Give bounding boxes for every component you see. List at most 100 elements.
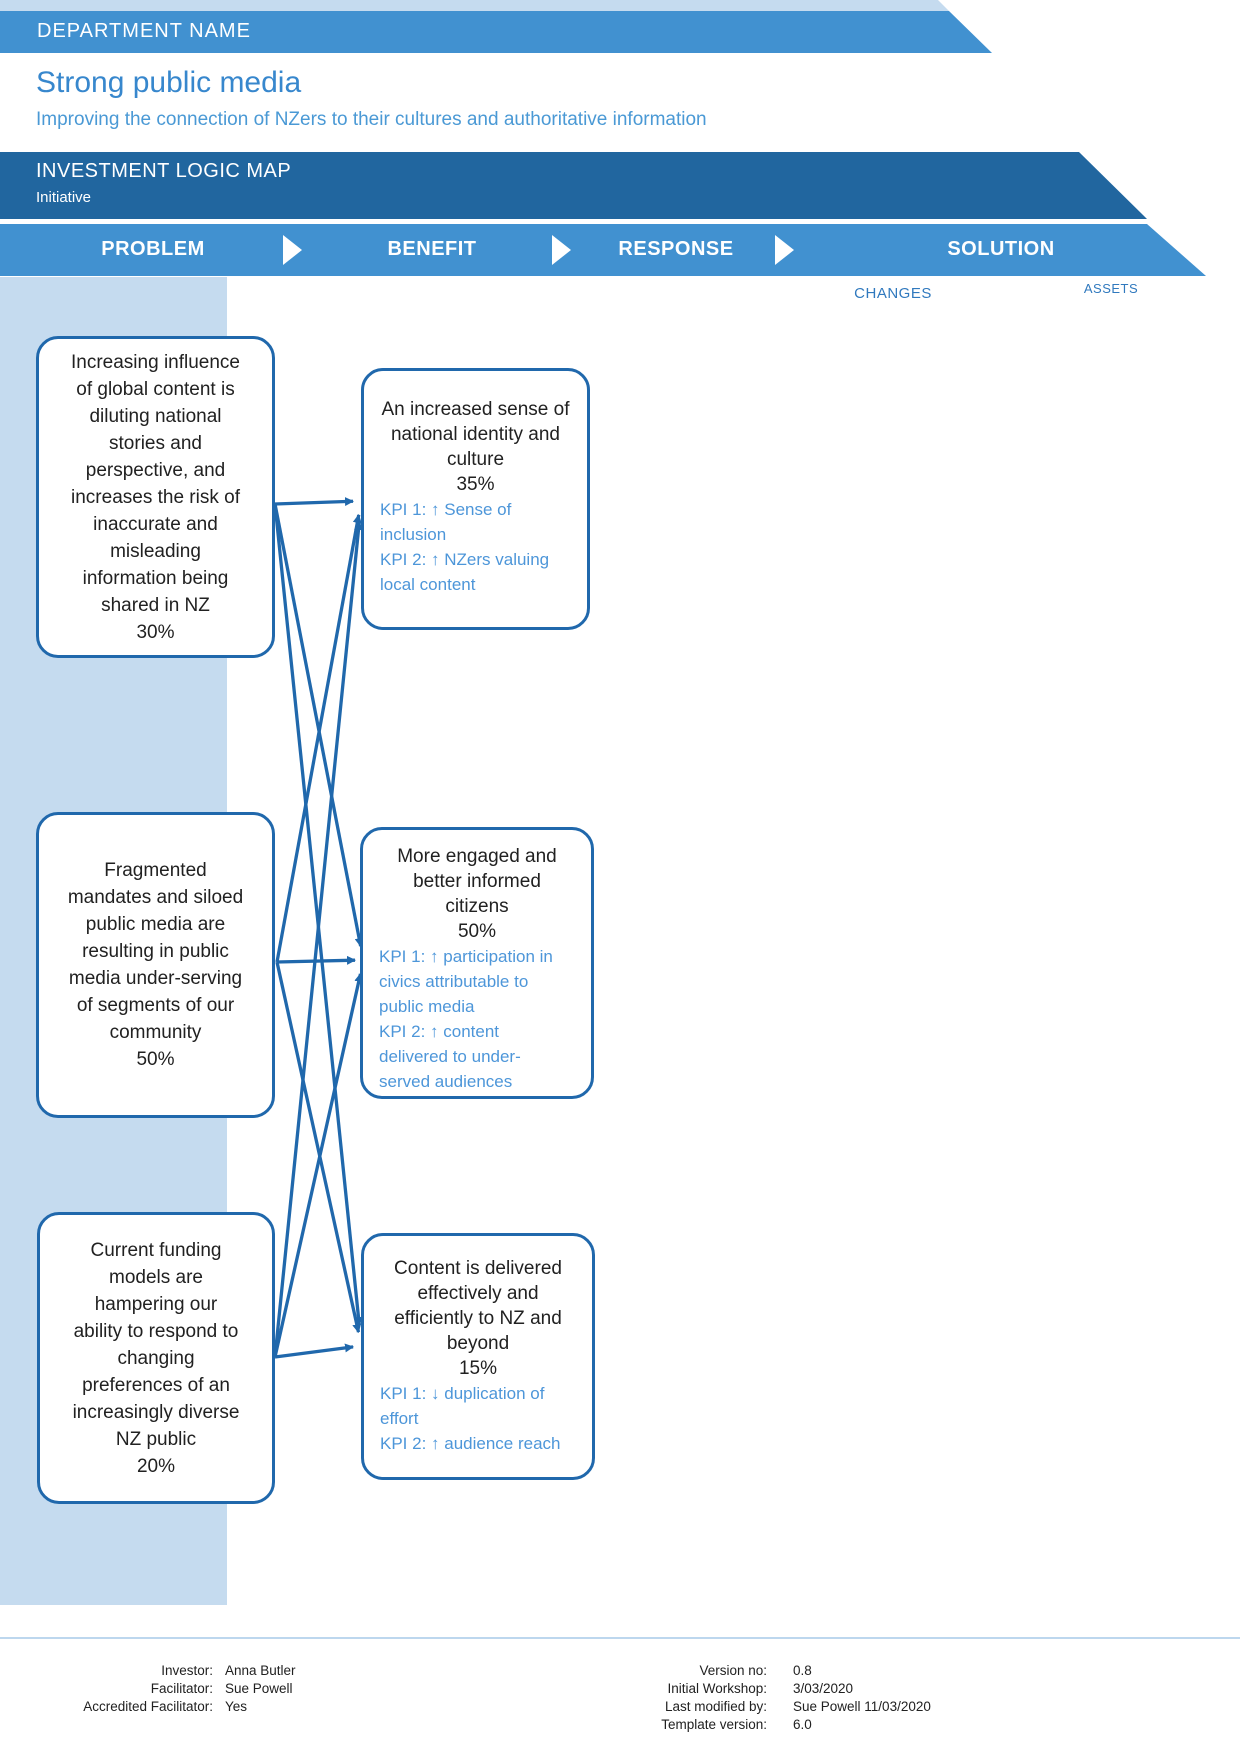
- text-line: NZ public: [115, 1428, 197, 1450]
- text-line: An increased sense of: [381, 399, 570, 420]
- benefit-weight: 15%: [458, 1358, 498, 1379]
- problem-benefit-arrow: [273, 503, 364, 948]
- page-subtitle: Improving the connection of NZers to the…: [36, 109, 707, 130]
- map-label: INVESTMENT LOGIC MAP: [36, 160, 292, 182]
- problem-benefit-arrow: [275, 513, 362, 963]
- meta-value: Anna Butler: [225, 1663, 296, 1678]
- problem-weight: 50%: [136, 1049, 175, 1070]
- page-title: Strong public media: [36, 66, 302, 99]
- text-line: public media: [379, 997, 475, 1016]
- problem-benefit-arrow: [276, 955, 357, 965]
- text-line: effectively and: [417, 1283, 539, 1304]
- text-line: of global content is: [76, 378, 235, 400]
- meta-label: Last modified by:: [664, 1699, 767, 1714]
- benefit-box-1: An increased sense of national identity a…: [361, 368, 590, 630]
- text-line: stories and: [109, 432, 202, 454]
- text-line: perspective, and: [85, 459, 226, 481]
- chevron-right-icon: [283, 235, 302, 265]
- problem-benefit-arrow: [275, 961, 362, 1334]
- meta-label: Initial Workshop:: [667, 1681, 767, 1696]
- problem-text: Fragmented mandates and siloed public medi…: [53, 857, 258, 1046]
- text-line: effort: [380, 1409, 419, 1428]
- meta-value: 6.0: [793, 1717, 812, 1732]
- text-line: served audiences: [379, 1072, 513, 1091]
- text-line: citizens: [445, 896, 509, 917]
- text-line: culture: [446, 449, 505, 470]
- text-line: KPI 1: ↑ participation in: [379, 947, 553, 966]
- meta-value: Sue Powell: [225, 1681, 293, 1696]
- meta-value: 0.8: [793, 1663, 812, 1678]
- meta-value: Sue Powell 11/03/2020: [793, 1699, 931, 1714]
- benefit-title: An increased sense of national identity a…: [374, 397, 577, 472]
- meta-value: 3/03/2020: [793, 1681, 854, 1696]
- text-line: national identity and: [390, 424, 560, 445]
- solution-changes-label: CHANGES: [854, 285, 932, 302]
- problem-text: Increasing influence of global content is…: [53, 349, 258, 619]
- chevron-right-icon: [775, 235, 794, 265]
- solution-assets-label: ASSETS: [1083, 281, 1139, 296]
- benefit-weight: 35%: [456, 474, 495, 495]
- meta-label: Facilitator:: [150, 1681, 213, 1696]
- department-banner: DEPARTMENT NAME: [0, 11, 992, 53]
- text-line: mandates and siloed: [67, 887, 244, 908]
- stage-benefit: BENEFIT: [387, 238, 477, 260]
- problem-weight: 30%: [136, 621, 175, 643]
- benefit-kpis: KPI 1: ↑ participation in civics attribut…: [373, 944, 581, 1094]
- text-line: KPI 2: ↑ content: [379, 1022, 500, 1041]
- problem-benefit-arrow: [273, 972, 364, 1358]
- footer-divider: [0, 1637, 1240, 1639]
- problem-weight: 20%: [136, 1455, 176, 1477]
- stage-response: RESPONSE: [618, 238, 734, 260]
- text-line: KPI 1: ↑ Sense of: [380, 500, 512, 519]
- stage-problem: PROBLEM: [101, 238, 205, 260]
- text-line: resulting in public: [82, 941, 229, 962]
- text-line: local content: [380, 575, 476, 594]
- text-line: beyond: [446, 1333, 510, 1354]
- text-line: efficiently to NZ and: [394, 1308, 562, 1329]
- text-line: ability to respond to: [73, 1320, 239, 1342]
- department-name: DEPARTMENT NAME: [37, 20, 251, 42]
- map-sublabel: Initiative: [36, 189, 92, 206]
- meta-label: Template version:: [661, 1717, 767, 1732]
- text-line: misleading: [110, 540, 201, 562]
- stage-solution: SOLUTION: [947, 238, 1055, 260]
- problem-box-1: Increasing influence of global content is…: [36, 336, 275, 658]
- text-line: inclusion: [380, 525, 447, 544]
- text-line: Fragmented: [104, 860, 207, 881]
- problem-benefit-arrow: [274, 1343, 355, 1359]
- benefit-weight: 50%: [457, 921, 497, 942]
- text-line: KPI 2: ↑ audience reach: [380, 1434, 561, 1453]
- problem-benefit-arrow: [273, 503, 363, 1327]
- text-line: changing: [117, 1347, 195, 1369]
- benefit-box-3: Content is delivered effectively and effic…: [361, 1233, 595, 1480]
- stage-band: PROBLEM BENEFIT RESPONSE SOLUTION: [0, 224, 1206, 276]
- investment-logic-map-banner: INVESTMENT LOGIC MAP Initiative: [0, 152, 1147, 219]
- meta-label: Version no:: [699, 1663, 767, 1678]
- pale-top-strip: [0, 0, 949, 11]
- text-line: KPI 2: ↑ NZers valuing: [380, 550, 550, 569]
- text-line: increasingly diverse: [72, 1401, 240, 1423]
- meta-label: Investor:: [161, 1663, 213, 1678]
- problem-box-2: Fragmented mandates and siloed public medi…: [36, 812, 275, 1118]
- text-line: public media are: [85, 914, 226, 935]
- text-line: Content is delivered: [394, 1258, 562, 1279]
- text-line: Increasing influence: [71, 351, 240, 373]
- text-line: media under-serving: [68, 968, 243, 989]
- text-line: information being: [82, 567, 229, 589]
- problem-benefit-arrow: [273, 520, 363, 1358]
- text-line: civics attributable to: [379, 972, 529, 991]
- text-line: inaccurate and: [93, 513, 218, 535]
- text-line: diluting national: [89, 405, 222, 427]
- text-line: KPI 1: ↓ duplication of: [380, 1384, 545, 1403]
- text-line: better informed: [413, 871, 541, 892]
- text-line: community: [109, 1022, 202, 1043]
